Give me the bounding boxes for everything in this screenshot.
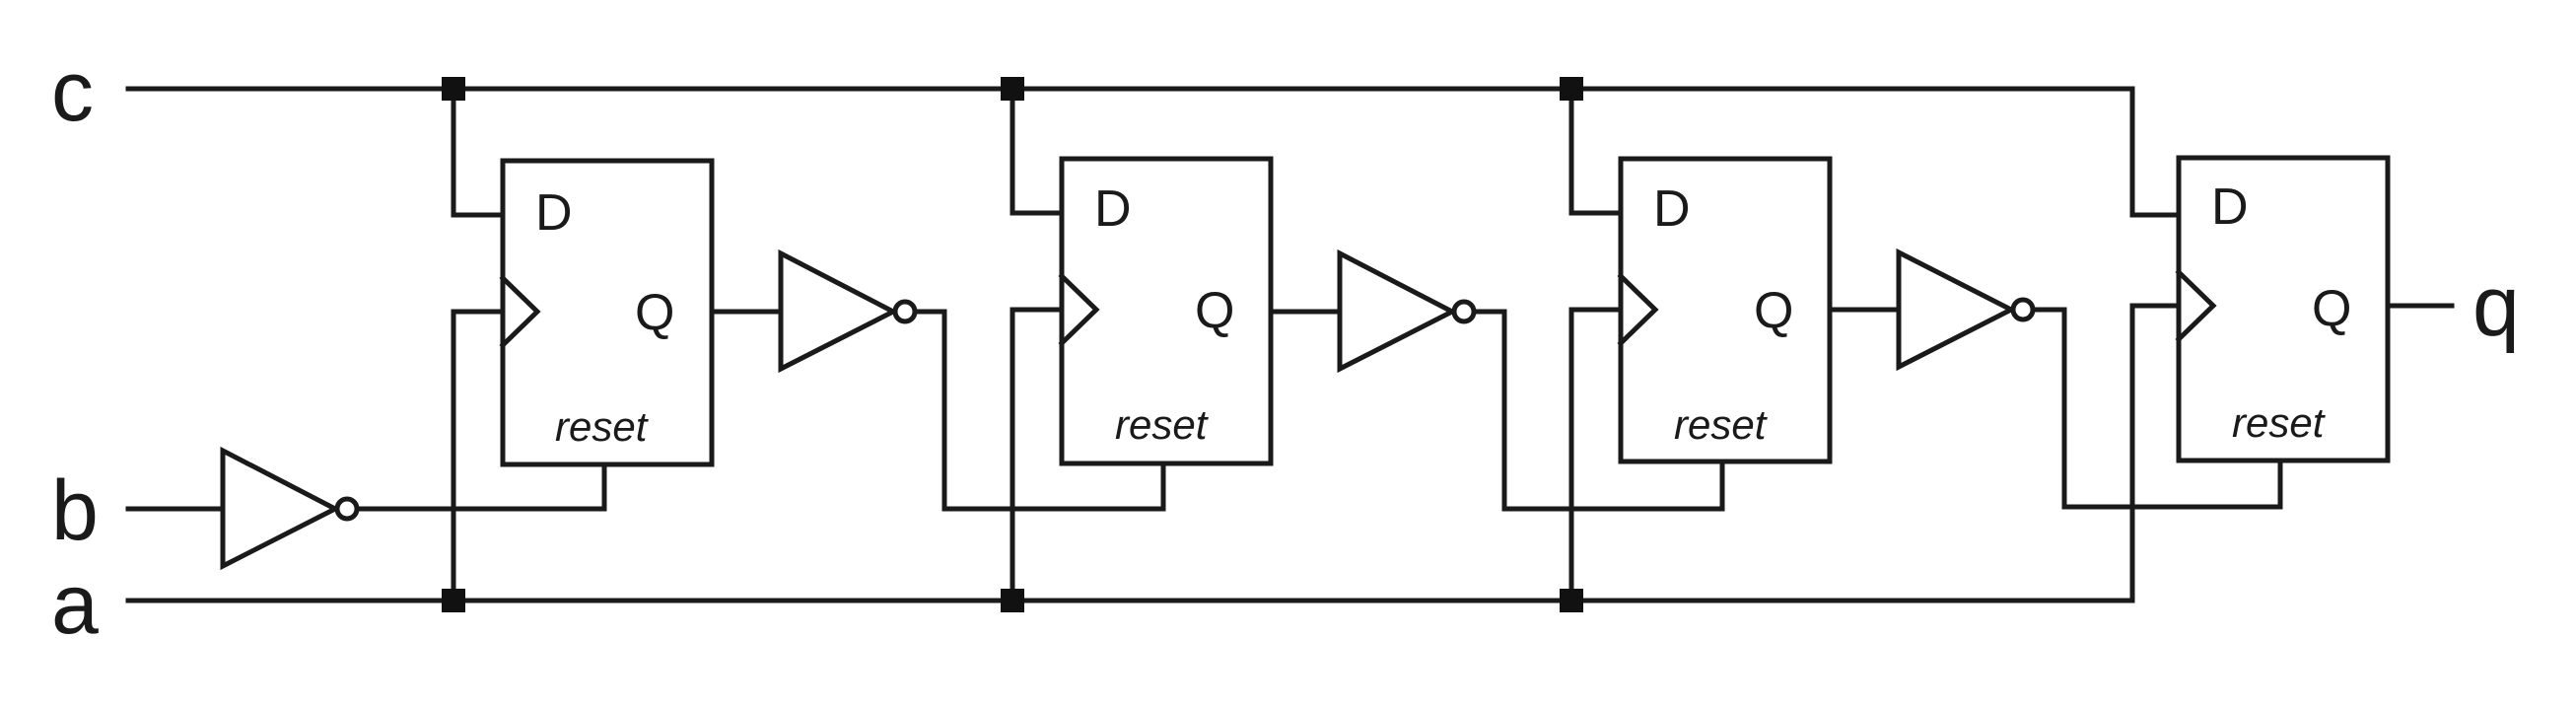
inverter-1 (778, 248, 918, 374)
inversion-bubble (892, 299, 918, 324)
reset-pin-label: reset (2232, 399, 2327, 446)
reset-pin-label: reset (1674, 401, 1769, 448)
not-gate-icon (1337, 248, 1458, 374)
d-pin-label: D (1653, 180, 1691, 238)
d-pin-label: D (2211, 178, 2249, 236)
clock-triangle-icon (1617, 272, 1659, 347)
clock-triangle-icon (1058, 272, 1100, 347)
junction-dot (442, 589, 465, 612)
signal-label-b: b (51, 463, 99, 558)
inversion-bubble (334, 496, 360, 522)
inversion-bubble (2010, 297, 2036, 322)
signal-label-q: q (2472, 259, 2520, 354)
not-gate-icon (220, 446, 341, 571)
flipflop-3: D Q reset (1617, 156, 1833, 464)
junction-dot (1001, 589, 1024, 612)
junction-dot (442, 77, 465, 101)
q-pin-label: Q (1754, 282, 1793, 339)
reset-pin-label: reset (1115, 401, 1210, 448)
d-pin-label: D (535, 184, 573, 242)
flipflop-4: D Q reset (2175, 155, 2391, 463)
reset-pin-label: reset (555, 403, 650, 450)
clock-triangle-icon (2175, 268, 2217, 343)
junction-dots (442, 77, 1583, 612)
not-gate-icon (778, 248, 899, 374)
inversion-bubble (1451, 299, 1477, 324)
q-pin-label: Q (1195, 282, 1234, 339)
inverter-b (220, 446, 360, 571)
q-pin-label: Q (2312, 280, 2351, 337)
d-pin-label: D (1094, 180, 1132, 238)
inverter-2 (1337, 248, 1477, 374)
junction-dot (1560, 589, 1583, 612)
clock-triangle-icon (499, 274, 541, 349)
wire-b-reset (358, 461, 607, 512)
stage4-wires (2028, 307, 2283, 510)
inverter-3 (1896, 248, 2036, 372)
wire-c-bus (125, 86, 2182, 218)
stage1-wires (451, 86, 784, 603)
flipflop-1: D Q reset (499, 158, 715, 467)
junction-dot (1001, 77, 1024, 101)
bus-wires (125, 86, 2455, 603)
flipflop-body (2176, 155, 2391, 463)
not-gate-icon (1896, 248, 2017, 372)
stage3-wires (1469, 86, 1902, 603)
stage2-wires (910, 86, 1343, 603)
signal-label-c: c (51, 44, 94, 139)
signal-label-a: a (51, 557, 99, 652)
junction-dot (1560, 77, 1583, 101)
q-pin-label: Q (635, 284, 674, 341)
wire-a-bus (125, 303, 2182, 603)
flipflop-2: D Q reset (1058, 156, 1274, 466)
